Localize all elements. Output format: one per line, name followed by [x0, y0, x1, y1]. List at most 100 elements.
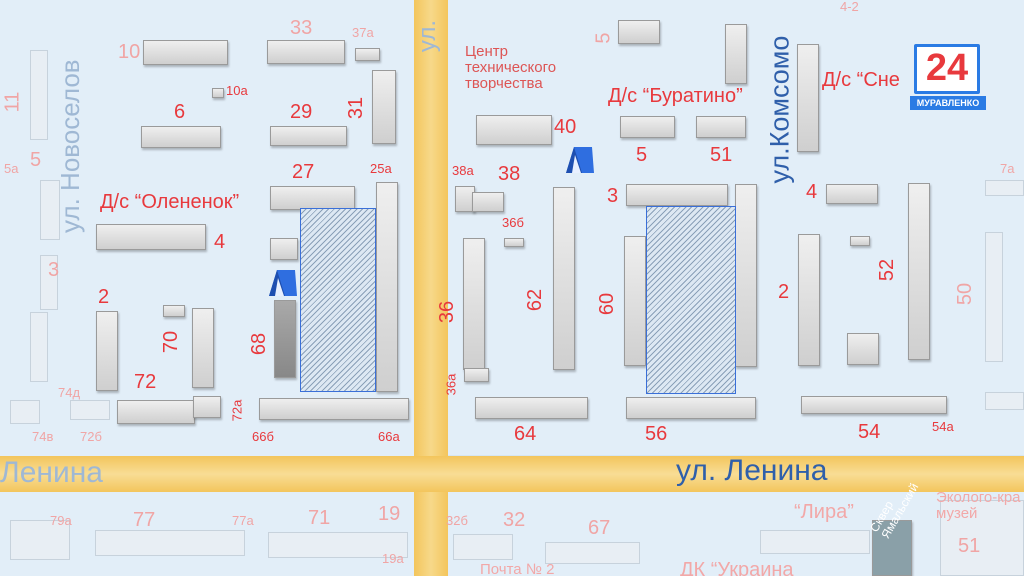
house-number: 5 [636, 144, 648, 166]
house-number: 51 [710, 144, 733, 166]
building-faded [30, 312, 48, 382]
label-eco-line1: Эколого-кра [936, 489, 1021, 506]
building-faded [40, 255, 58, 310]
house-number: 6 [174, 101, 186, 123]
house-number: 77 [133, 509, 156, 531]
label-kindergarten-buratino: Д/с “Буратино” [608, 85, 743, 107]
block-bottom-right [445, 490, 1024, 576]
label-eco-line2: музей [936, 504, 978, 522]
house-number: 36б [502, 215, 524, 230]
tent-icon[interactable] [562, 145, 596, 175]
house-number: 5 [592, 32, 615, 44]
label-dk-ukraina: ДК “Украина [680, 559, 794, 576]
street-komsomolskaya: ул.Комсомо [764, 35, 795, 184]
building-72a [193, 396, 221, 418]
school-territory-right [646, 206, 736, 394]
building-70 [192, 308, 214, 388]
building-5-top [618, 20, 660, 44]
house-number: 54а [932, 419, 954, 434]
building-77 [95, 530, 245, 556]
building-small-left [163, 305, 185, 317]
building-64 [475, 397, 588, 419]
house-number: 4 [806, 181, 818, 203]
building-komsomolskaya [725, 24, 747, 84]
building-60 [624, 236, 646, 366]
house-number: 52 [876, 258, 899, 282]
building-29 [270, 126, 347, 146]
building-32 [453, 534, 513, 560]
building-71 [268, 532, 408, 558]
house-number: 4-2 [840, 0, 859, 14]
logo-caption: МУРАВЛЕНКО [910, 96, 986, 110]
building-faded [10, 400, 40, 424]
building-62 [553, 187, 575, 370]
building-54 [801, 396, 947, 414]
house-number: 56 [645, 423, 668, 445]
house-number: 10а [226, 83, 248, 98]
tent-icon[interactable] [265, 268, 299, 298]
house-number: 72б [80, 429, 102, 444]
building-36a [464, 368, 489, 382]
house-number: 54 [858, 421, 881, 443]
house-number: 31 [345, 96, 368, 120]
street-novoselov: ул. Новоселов [55, 59, 85, 233]
building-faded [10, 520, 70, 560]
house-number: 60 [596, 292, 619, 316]
house-number: 5а [4, 161, 19, 176]
building-sne [797, 44, 819, 152]
house-number: 36а [443, 373, 459, 396]
house-number: 50 [954, 282, 977, 306]
label-tech-center-line2: технического [465, 58, 557, 76]
building-33 [267, 40, 345, 64]
house-number: 38а [452, 163, 474, 178]
building-3 [626, 184, 728, 206]
house-number: 2 [98, 286, 110, 308]
house-number: 27 [292, 161, 315, 183]
building-small-right [850, 236, 870, 246]
logo-number: 24 [925, 47, 969, 89]
label-kindergarten-olenenok: Д/с “Олененок” [100, 191, 240, 213]
building-4-right [826, 184, 878, 204]
house-number: 3 [48, 259, 60, 281]
label-tech-center-line1: Центр [465, 43, 508, 60]
house-number: 64 [514, 423, 537, 445]
building-10a [212, 88, 224, 98]
house-number: 32б [446, 513, 468, 528]
house-number: 4 [214, 231, 226, 253]
building-center [476, 115, 552, 145]
building-olenenok [96, 224, 206, 250]
building-faded [30, 50, 48, 140]
building-2-right [798, 234, 820, 366]
building-27 [270, 186, 355, 210]
road-lenina [0, 456, 1024, 492]
house-number: 68 [248, 332, 271, 356]
building-faded [70, 400, 110, 420]
house-number: 29 [290, 101, 313, 123]
house-number: 19 [378, 503, 401, 525]
house-number: 66а [378, 429, 400, 444]
building-10 [143, 40, 228, 65]
house-number: 72 [134, 371, 157, 393]
house-number: 5 [30, 149, 42, 171]
building-gate [270, 238, 298, 260]
house-number: 40 [554, 116, 577, 138]
house-number: 79а [50, 513, 72, 528]
label-eco-museum: Эколого-кра музей [936, 490, 1021, 522]
street-lenina: ул. Ленина [676, 454, 828, 487]
house-number: 71 [308, 507, 331, 529]
logo-box [914, 44, 980, 94]
label-pochta: Почта № 2 [480, 561, 555, 576]
house-number: 67 [588, 517, 611, 539]
house-number: 25а [370, 161, 392, 176]
house-number: 74д [58, 385, 81, 400]
building-faded [985, 392, 1024, 410]
building-56 [626, 397, 756, 419]
house-number: 37а [352, 25, 374, 40]
house-number: 36 [436, 300, 459, 324]
house-number: 62 [524, 288, 547, 312]
house-number: 3 [607, 185, 619, 207]
building-67 [545, 542, 640, 564]
building-faded [40, 180, 60, 240]
house-number: 66б [252, 429, 274, 444]
